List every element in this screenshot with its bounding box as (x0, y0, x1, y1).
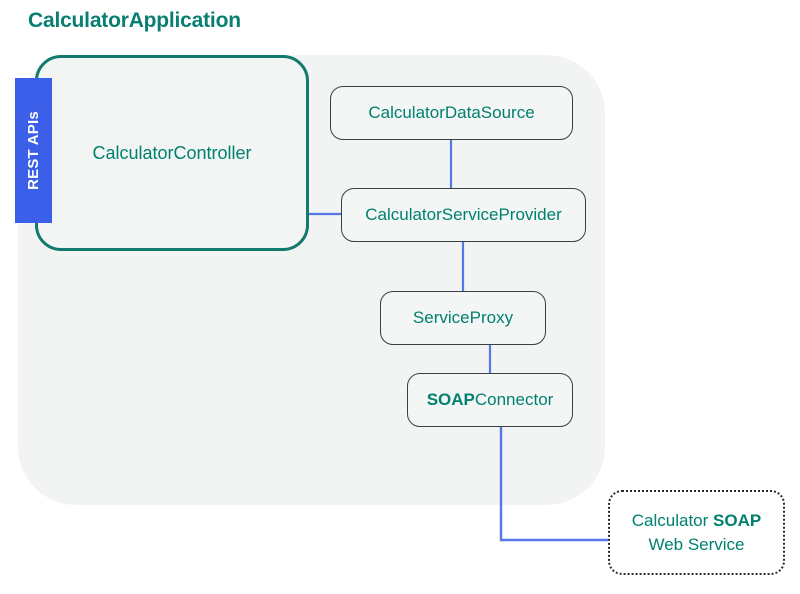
node-soap-connector-label-bold: SOAP (426, 390, 475, 410)
node-calculator-data-source-label: CalculatorDataSource (368, 103, 535, 123)
node-soap-connector-label-plain: Connector (474, 390, 554, 410)
node-calculator-controller-label: CalculatorController (92, 142, 252, 163)
node-calculator-service-provider[interactable]: CalculatorServiceProvider (341, 188, 586, 242)
node-calculator-soap-web-service-label: Calculator SOAP Web Service (632, 509, 761, 557)
web-service-line2: Web Service (648, 534, 745, 554)
node-service-proxy[interactable]: ServiceProxy (380, 291, 546, 345)
node-calculator-soap-web-service[interactable]: Calculator SOAP Web Service (608, 490, 785, 575)
node-calculator-service-provider-label: CalculatorServiceProvider (365, 205, 562, 225)
node-soap-connector[interactable]: SOAPConnector (407, 373, 573, 427)
node-soap-connector-label: SOAPConnector (427, 389, 554, 410)
node-calculator-controller[interactable]: CalculatorController (35, 55, 309, 251)
page-title: CalculatorApplication (28, 9, 241, 32)
web-service-line1-bold: SOAP (713, 510, 762, 530)
rest-apis-badge-label: REST APIs (25, 111, 43, 190)
rest-apis-badge[interactable]: REST APIs (15, 78, 52, 223)
node-service-proxy-label: ServiceProxy (412, 308, 514, 328)
web-service-line1-plain: Calculator (631, 510, 714, 530)
node-calculator-data-source[interactable]: CalculatorDataSource (330, 86, 573, 140)
